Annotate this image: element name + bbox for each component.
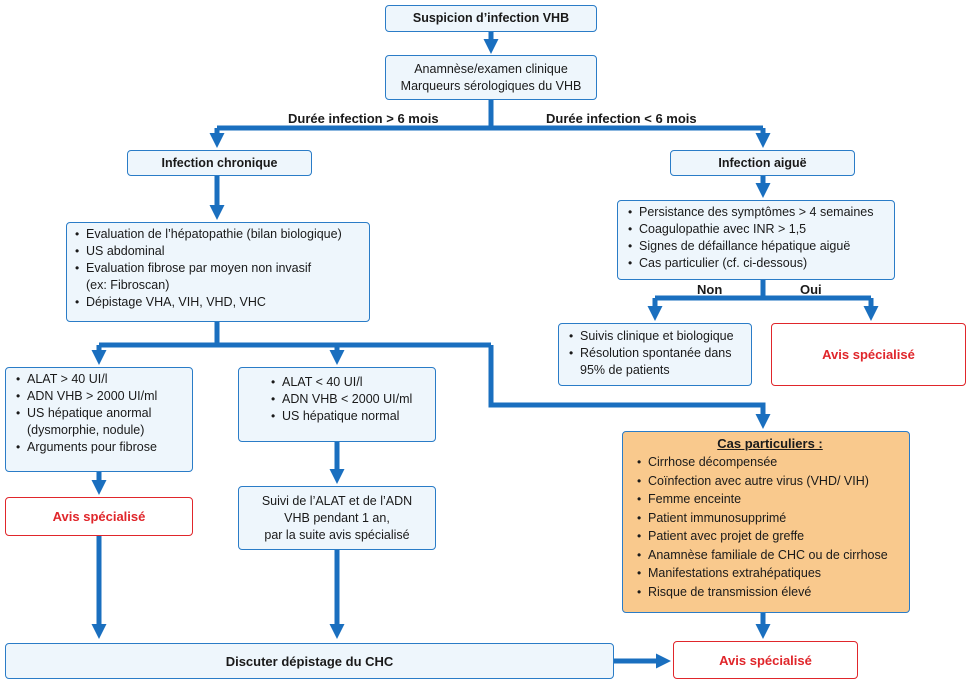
infection-chronique-box: Infection chronique — [127, 150, 312, 176]
aigue-criteria-list: Persistance des symptômes > 4 semaines C… — [628, 204, 888, 272]
cas-item: Anamnèse familiale de CHC ou de cirrhose — [637, 546, 903, 565]
discuter-chc-box: Discuter dépistage du CHC — [5, 643, 614, 679]
alat-low-item: ALAT < 40 UI/l — [271, 374, 429, 391]
alat-high-item: ADN VHB > 2000 UI/ml — [16, 388, 186, 405]
suivis-item: Suivis clinique et biologique — [569, 328, 745, 345]
cas-particuliers-box: Cas particuliers : Cirrhose décompensée … — [622, 431, 910, 613]
anamnese-box: Anamnèse/examen clinique Marqueurs sérol… — [385, 55, 597, 100]
suspicion-text: Suspicion d’infection VHB — [412, 11, 570, 25]
label-oui: Oui — [800, 282, 822, 297]
avis-specialise-aigue: Avis spécialisé — [771, 323, 966, 386]
cas-item: Coïnfection avec autre virus (VHD/ VIH) — [637, 472, 903, 491]
avis-specialise-bottom-text: Avis spécialisé — [719, 652, 812, 668]
evaluation-box: Evaluation de l’hépatopathie (bilan biol… — [66, 222, 370, 322]
evaluation-item-continuation: (ex: Fibroscan) — [86, 278, 170, 292]
cas-particuliers-list: Cirrhose décompensée Coïnfection avec au… — [637, 453, 903, 601]
alat-high-item: US hépatique anormal — [16, 405, 186, 422]
suivis-item-continuation: 95% de patients — [580, 363, 670, 377]
evaluation-item: Evaluation fibrose par moyen non invasif — [75, 260, 363, 277]
suivi-alat-line-3: par la suite avis spécialisé — [264, 527, 410, 542]
cas-item: Risque de transmission élevé — [637, 583, 903, 602]
suivis-list: Suivis clinique et biologique Résolution… — [569, 328, 745, 379]
evaluation-item: Dépistage VHA, VIH, VHD, VHC — [75, 294, 363, 311]
line-criteria-split — [655, 280, 871, 301]
suivis-box: Suivis clinique et biologique Résolution… — [558, 323, 752, 386]
infection-aigue-text: Infection aiguë — [718, 155, 807, 170]
cas-item: Patient immunosupprimé — [637, 509, 903, 528]
avis-specialise-aigue-text: Avis spécialisé — [822, 347, 915, 362]
suspicion-box: Suspicion d’infection VHB — [385, 5, 597, 32]
alat-high-box: ALAT > 40 UI/l ADN VHB > 2000 UI/ml US h… — [5, 367, 193, 472]
alat-low-item: ADN VHB < 2000 UI/ml — [271, 391, 429, 408]
avis-specialise-chronique: Avis spécialisé — [5, 497, 193, 536]
suivis-item: Résolution spontanée dans — [569, 345, 745, 362]
alat-high-list: ALAT > 40 UI/l ADN VHB > 2000 UI/ml US h… — [16, 371, 186, 456]
cas-particuliers-title: Cas particuliers : — [717, 436, 823, 451]
cas-item: Patient avec projet de greffe — [637, 527, 903, 546]
alat-low-list: ALAT < 40 UI/l ADN VHB < 2000 UI/ml US h… — [271, 374, 429, 425]
discuter-chc-text: Discuter dépistage du CHC — [225, 653, 394, 669]
evaluation-list: Evaluation de l’hépatopathie (bilan biol… — [75, 226, 363, 311]
cas-item: Cirrhose décompensée — [637, 453, 903, 472]
criteria-item: Cas particulier (cf. ci-dessous) — [628, 255, 888, 272]
aigue-criteria-box: Persistance des symptômes > 4 semaines C… — [617, 200, 895, 280]
label-duree-short: Durée infection < 6 mois — [546, 111, 697, 126]
avis-specialise-bottom: Avis spécialisé — [673, 641, 858, 679]
infection-aigue-box: Infection aiguë — [670, 150, 855, 176]
evaluation-item: US abdominal — [75, 243, 363, 260]
criteria-item: Coagulopathie avec INR > 1,5 — [628, 221, 888, 238]
avis-specialise-chronique-text: Avis spécialisé — [52, 509, 146, 524]
alat-high-item-continuation: (dysmorphie, nodule) — [27, 423, 145, 437]
cas-item: Manifestations extrahépatiques — [637, 564, 903, 583]
infection-chronique-text: Infection chronique — [161, 155, 278, 170]
suivi-alat-line-1: Suivi de l’ALAT et de l’ADN — [261, 493, 413, 508]
label-duree-long: Durée infection > 6 mois — [288, 111, 439, 126]
line-split-top — [217, 100, 763, 131]
alat-low-item: US hépatique normal — [271, 408, 429, 425]
arrow-to-cas — [488, 345, 771, 430]
line-evaluation-split — [99, 322, 491, 348]
cas-item: Femme enceinte — [637, 490, 903, 509]
criteria-item: Signes de défaillance hépatique aiguë — [628, 238, 888, 255]
criteria-item: Persistance des symptômes > 4 semaines — [628, 204, 888, 221]
suivi-alat-line-2: VHB pendant 1 an, — [284, 510, 390, 525]
label-non: Non — [697, 282, 723, 297]
alat-high-item: Arguments pour fibrose — [16, 439, 186, 456]
anamnese-line-1: Anamnèse/examen clinique — [414, 61, 568, 76]
evaluation-item: Evaluation de l’hépatopathie (bilan biol… — [75, 226, 363, 243]
alat-high-item: ALAT > 40 UI/l — [16, 371, 186, 388]
suivi-alat-box: Suivi de l’ALAT et de l’ADN VHB pendant … — [238, 486, 436, 550]
alat-low-box: ALAT < 40 UI/l ADN VHB < 2000 UI/ml US h… — [238, 367, 436, 442]
anamnese-line-2: Marqueurs sérologiques du VHB — [400, 78, 582, 93]
